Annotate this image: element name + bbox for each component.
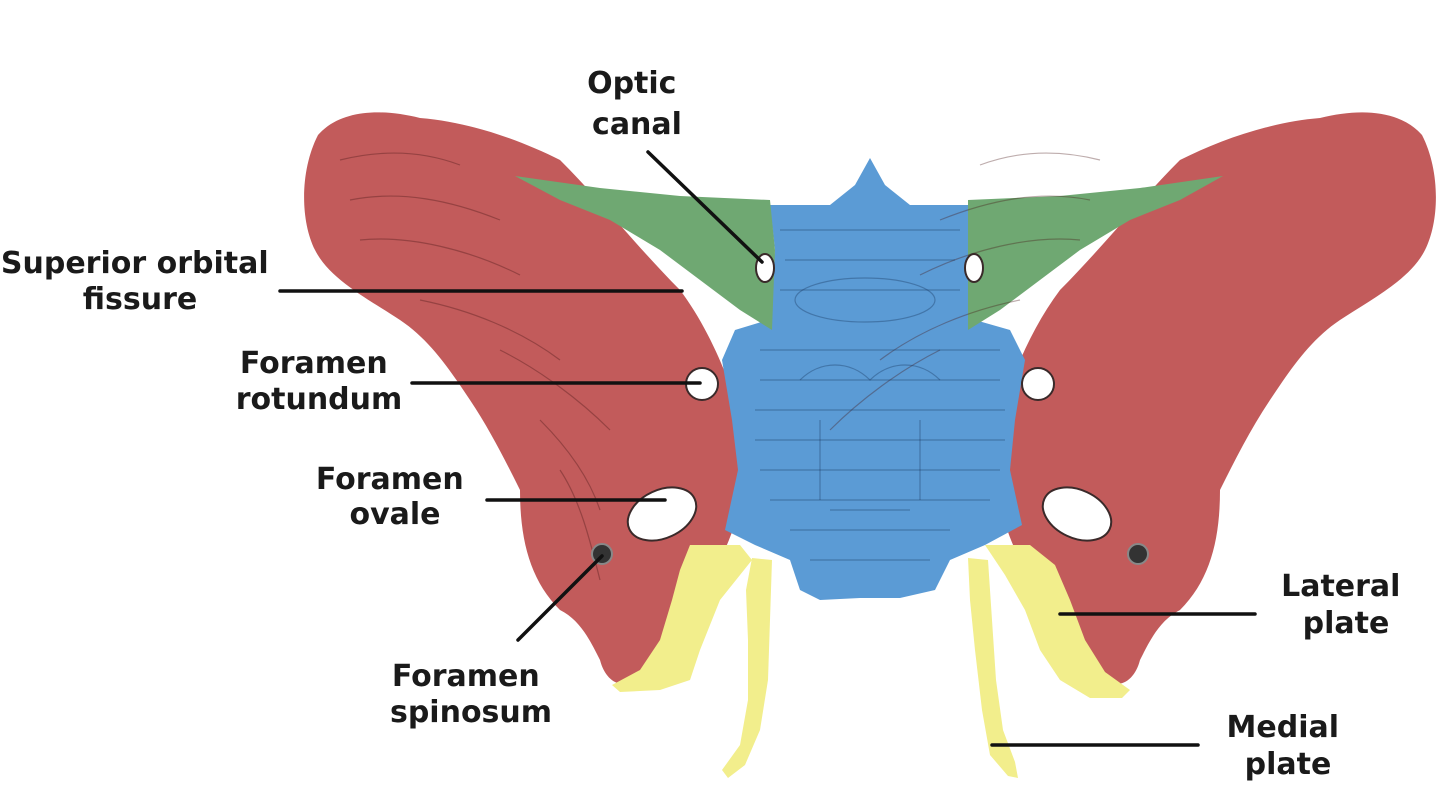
label-foramen-ovale: Foramen ovale [316,462,474,532]
label-foramen-spinosum: Foramen spinosum [390,659,552,730]
right-medial-pterygoid-plate [968,558,1018,778]
left-lesser-wing [515,176,775,330]
label-optic-canal: Optic canal [587,66,687,142]
label-lateral-plate: Lateral plate [1281,569,1411,641]
right-lesser-wing [968,176,1223,330]
right-foramen-spinosum [1127,543,1149,565]
right-foramen-ovale [1041,486,1113,542]
right-foramen-rotundum [1021,367,1055,401]
left-lateral-pterygoid-plate [612,545,752,692]
bone-texture [339,152,1101,581]
right-lateral-pterygoid-plate [985,545,1130,698]
label-medial-plate: Medial plate [1227,710,1350,782]
right-greater-wing [994,112,1436,684]
label-foramen-rotundum: Foramen rotundum [236,346,403,417]
left-greater-wing [304,112,746,684]
leader-optic-canal [646,150,764,264]
right-optic-canal-opening [964,253,984,283]
leader-foramen-spinosum [516,554,604,642]
sphenoid-body [722,158,1025,600]
label-superior-orbital-fissure: Superior orbital fissure [1,246,279,317]
left-medial-pterygoid-plate [722,558,772,778]
